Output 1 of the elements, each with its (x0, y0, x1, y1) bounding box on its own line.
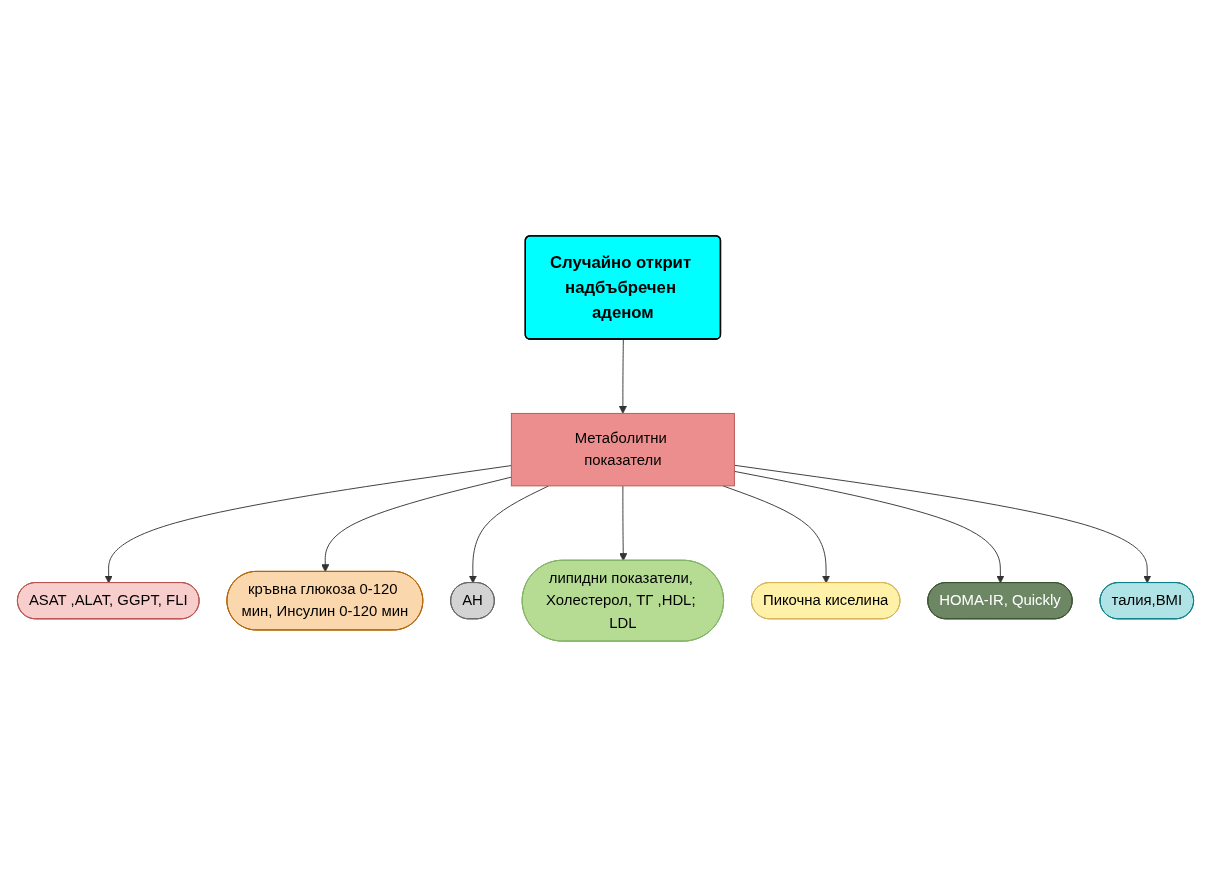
node-box: Метаболитни показатели (510, 412, 735, 487)
